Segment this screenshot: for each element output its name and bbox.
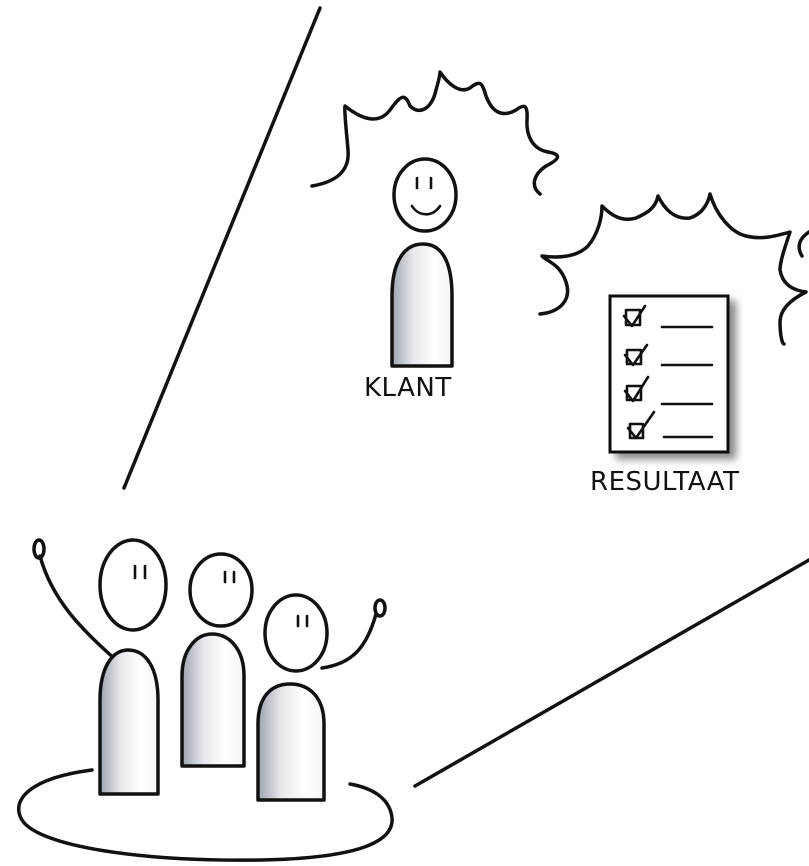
result-glow-edge — [797, 230, 809, 258]
view-line-left — [122, 6, 322, 490]
check-icon — [623, 343, 649, 367]
check-icon — [622, 304, 647, 328]
customer-glow — [310, 70, 560, 196]
result-label: RESULTAAT — [590, 467, 739, 497]
check-icon — [623, 375, 650, 403]
team-member-left — [32, 538, 168, 796]
customer-figure — [390, 157, 458, 368]
result-glow — [538, 192, 808, 346]
customer-label: KLANT — [364, 373, 452, 403]
team-floor — [16, 768, 394, 862]
view-line-right — [413, 558, 809, 788]
team-member-middle — [180, 552, 254, 768]
checklist-items — [622, 304, 714, 440]
team-member-right — [256, 593, 387, 802]
check-icon — [626, 410, 656, 440]
